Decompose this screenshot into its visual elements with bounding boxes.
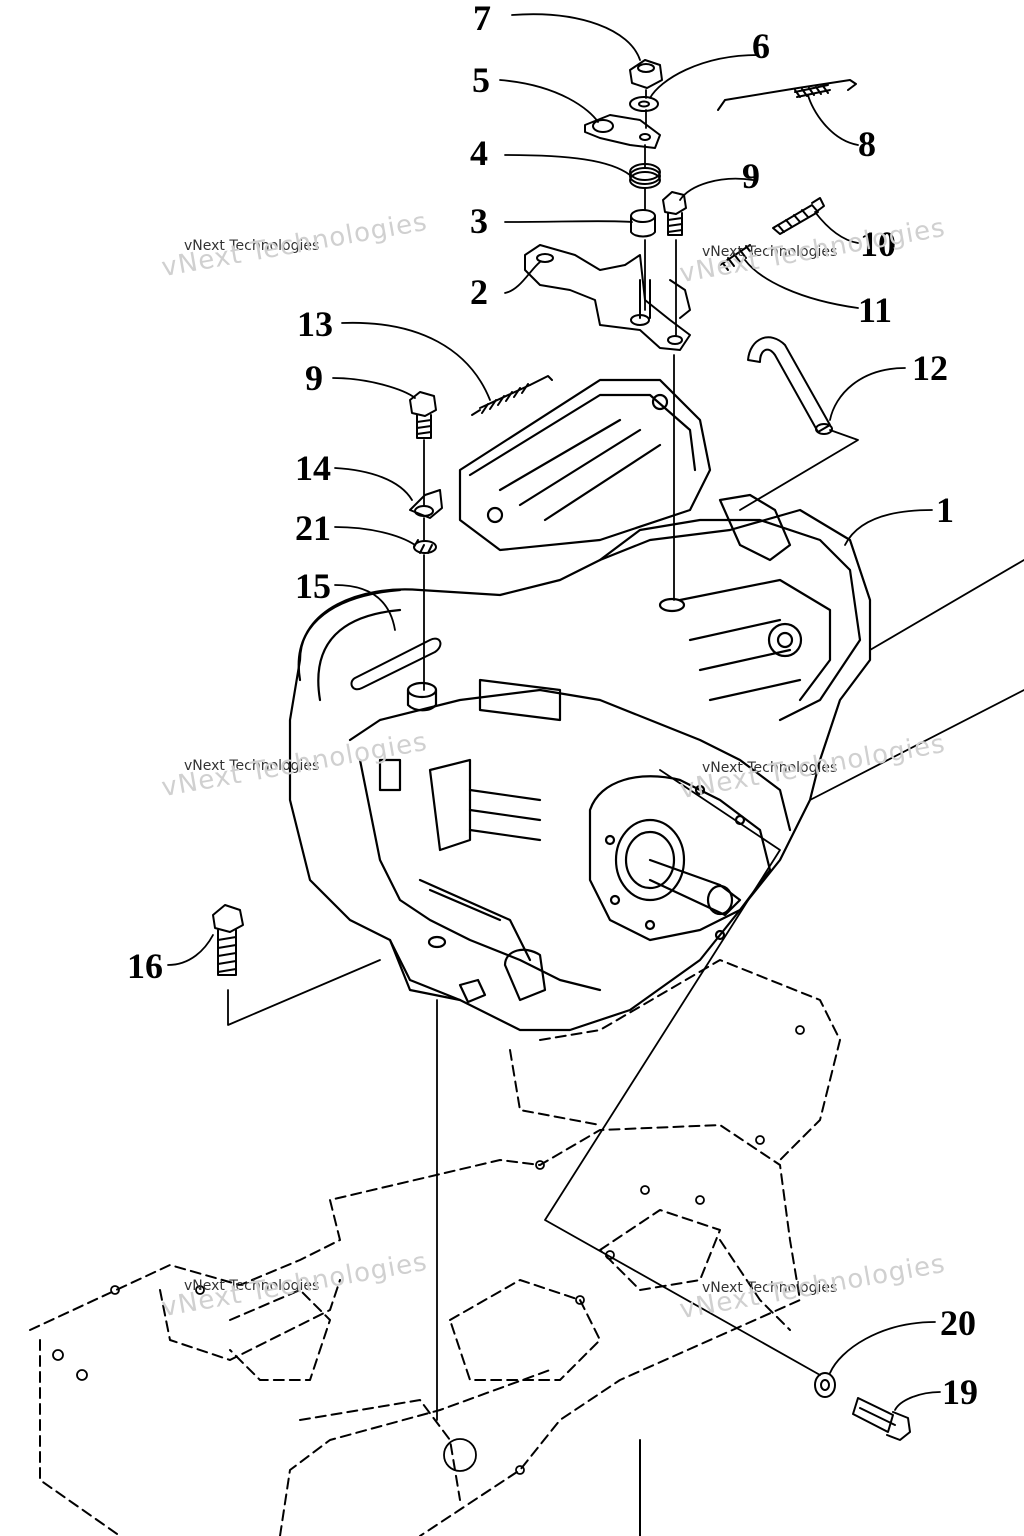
spring-11 <box>719 244 753 271</box>
spring-13 <box>471 375 553 416</box>
bracket-14 <box>409 489 443 519</box>
chassis-frame <box>29 959 841 1536</box>
callout-14: 14 <box>295 448 331 488</box>
nut-7 <box>629 59 663 89</box>
callout-8: 8 <box>858 124 876 164</box>
callout-20: 20 <box>940 1303 976 1343</box>
rod-8 <box>717 79 857 111</box>
lockwasher-21 <box>413 539 437 554</box>
assembly-lines <box>227 89 1024 1421</box>
callout-1: 1 <box>936 490 954 530</box>
callout-11: 11 <box>858 290 893 330</box>
callout-16: 16 <box>127 946 163 986</box>
callout-13: 13 <box>297 304 333 344</box>
leader-lines <box>167 13 941 1411</box>
frame-holes <box>52 1025 805 1475</box>
screw-10 <box>772 197 825 235</box>
hose-12 <box>747 336 833 435</box>
callout-2: 2 <box>470 272 488 312</box>
bolt-19 <box>852 1397 911 1441</box>
washer-20 <box>814 1372 836 1398</box>
callout-21: 21 <box>295 508 331 548</box>
lever-5 <box>584 114 661 149</box>
callout-3: 3 <box>470 201 488 241</box>
engine <box>288 378 872 1032</box>
bolt-9-left <box>409 391 437 439</box>
callout-19: 19 <box>942 1372 978 1412</box>
spacer-15 <box>350 637 442 691</box>
callout-9-left: 9 <box>305 358 323 398</box>
callout-15: 15 <box>295 566 331 606</box>
callout-4: 4 <box>470 133 488 173</box>
callout-9-top: 9 <box>742 156 760 196</box>
callout-6: 6 <box>752 26 770 66</box>
bushing-3 <box>630 209 656 238</box>
callout-5: 5 <box>472 60 490 100</box>
callout-12: 12 <box>912 348 948 388</box>
callout-7: 7 <box>473 0 491 38</box>
bracket-2 <box>524 244 691 351</box>
callout-10: 10 <box>860 224 896 264</box>
bolt-16 <box>212 904 244 976</box>
bolt-9-top <box>662 191 687 236</box>
washer-6 <box>629 96 659 112</box>
